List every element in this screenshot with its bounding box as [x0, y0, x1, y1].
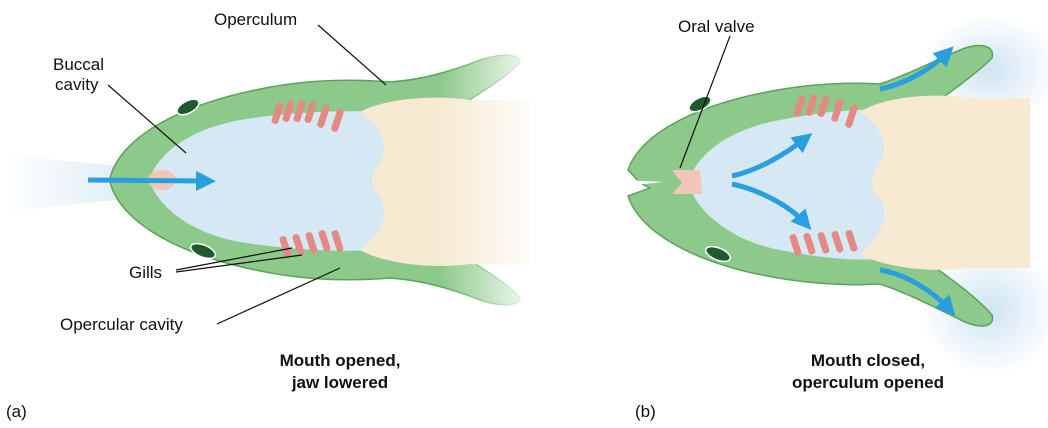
caption-a-line1: Mouth opened, [280, 351, 401, 370]
operculum-leader [318, 25, 386, 85]
label-opercular-cavity: Opercular cavity [60, 315, 183, 334]
label-buccal-line1: Buccal [53, 55, 104, 74]
caption-b-line2: operculum opened [792, 373, 944, 392]
inflow-arrow [88, 180, 208, 181]
label-gills: Gills [129, 263, 162, 282]
label-oral-valve: Oral valve [678, 17, 755, 36]
panel-letter-a: (a) [6, 402, 27, 421]
label-operculum: Operculum [214, 10, 297, 29]
panel-a: Operculum Buccal cavity Gills Opercular … [5, 10, 540, 421]
central-tissue-b [860, 96, 1030, 270]
panel-b: Oral valve Mouth closed, operculum opene… [626, 15, 1048, 421]
opercular-leader [217, 268, 340, 324]
caption-b-line1: Mouth closed, [811, 351, 925, 370]
caption-a-line2: jaw lowered [291, 373, 388, 392]
panel-a-fade [440, 40, 540, 330]
label-buccal-line2: cavity [55, 75, 99, 94]
panel-letter-b: (b) [635, 402, 656, 421]
